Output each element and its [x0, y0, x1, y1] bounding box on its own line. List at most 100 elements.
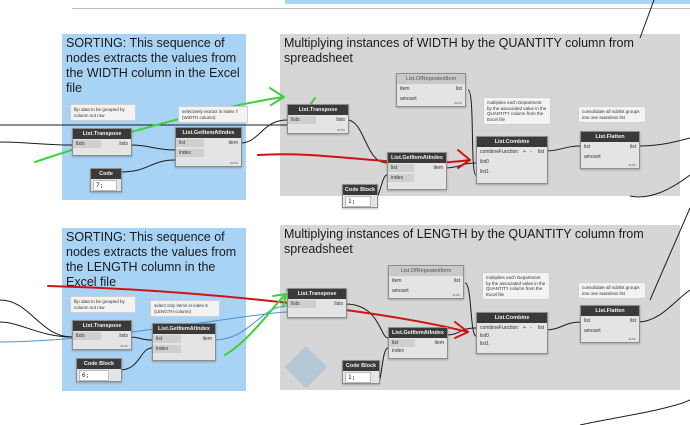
node-list-transpose-mid[interactable]: List.Transpose lists lists auto: [287, 104, 349, 134]
port-index[interactable]: index: [179, 150, 191, 156]
node-list-transpose-mid-bottom[interactable]: List.Transpose lists lists: [287, 288, 347, 318]
node-repeated-top[interactable]: List.OfRepeatedItem item amount list aut…: [396, 73, 466, 107]
note-select-top: selectively extract in index 7 (WIDTH co…: [178, 106, 248, 123]
port-lists-in[interactable]: lists: [291, 301, 300, 307]
node-list-flatten-top[interactable]: List.Flatten list amount list auto: [580, 131, 640, 169]
port-combinator[interactable]: combineFunction: [480, 325, 519, 331]
wire-selected: [0, 311, 288, 343]
node-title: List.GetItemAtIndex: [388, 153, 446, 163]
port-list0[interactable]: list0: [480, 333, 489, 339]
port-lists-out[interactable]: lists: [334, 301, 343, 307]
wire: [239, 119, 288, 144]
group-title-sorting-width: SORTING: This sequence of nodes extracts…: [66, 36, 240, 95]
port-amount[interactable]: amount: [584, 154, 601, 160]
port-lists-in[interactable]: lists: [76, 333, 85, 339]
note-select-bottom: select only items in index 6 (LENGTH col…: [150, 300, 220, 317]
red-arrow-bottom: [47, 285, 469, 333]
node-get-item-mid[interactable]: List.GetItemAtIndex list index item: [387, 152, 447, 190]
port-index[interactable]: index: [391, 175, 403, 181]
green-arrow-bottom-head: [272, 293, 287, 308]
wire: [119, 159, 176, 173]
port-list-out[interactable]: list: [629, 318, 636, 324]
port-list-out[interactable]: list: [629, 144, 636, 150]
port-plus[interactable]: +: [523, 325, 526, 331]
port-list[interactable]: list: [392, 340, 399, 346]
node-title: List.GetItemAtIndex: [153, 324, 215, 334]
wire: [629, 174, 690, 198]
port-item-out[interactable]: item: [202, 336, 212, 342]
node-list-transpose-top[interactable]: List.Transpose lists lists: [72, 128, 132, 156]
port-list0[interactable]: list0: [480, 159, 489, 165]
port-lists-out[interactable]: lists: [119, 141, 128, 147]
port-combinator[interactable]: combineFunction: [480, 149, 519, 155]
node-title: List.Flatten: [581, 306, 639, 316]
node-list-transpose-bottom[interactable]: List.Transpose lists lists auto: [72, 320, 132, 350]
port-list1[interactable]: list1: [480, 341, 489, 347]
node-code-block-mid[interactable]: Code Block 1;: [342, 184, 378, 208]
note-multiply-bottom: multiplies each Department by the associ…: [482, 272, 550, 300]
code-input[interactable]: 7;: [93, 180, 117, 191]
wire: [0, 299, 73, 338]
port-list[interactable]: list: [391, 165, 398, 171]
node-code-block-bottom[interactable]: Code Block 6;: [76, 358, 122, 382]
port-minus[interactable]: -: [530, 149, 532, 155]
group-title-multiply-width: Multiplying instances of WIDTH by the QU…: [284, 36, 634, 65]
port-plus[interactable]: +: [523, 149, 526, 155]
port-lists-in[interactable]: lists: [76, 141, 85, 147]
port-item-out[interactable]: item: [433, 165, 443, 171]
code-input[interactable]: 6;: [79, 370, 109, 381]
port-list1[interactable]: list1: [480, 169, 489, 175]
note-consolidate-top: consolidate all sublist groups into one …: [578, 106, 646, 123]
wire: [0, 321, 73, 338]
port-lists-out[interactable]: lists: [119, 333, 128, 339]
green-arrow-bottom: [224, 294, 286, 356]
port-lists-out[interactable]: lists: [336, 117, 345, 123]
wire: [579, 399, 690, 425]
note-consolidate-bottom: consolidate all sublist groups into one …: [578, 282, 646, 299]
node-title: List.OfRepeatedItem: [389, 266, 463, 276]
port-lists-in[interactable]: lists: [291, 117, 300, 123]
port-list[interactable]: list: [156, 336, 163, 342]
node-code-block-mid-bottom[interactable]: Code Block 1;: [342, 360, 380, 384]
port-item[interactable]: item: [400, 86, 410, 92]
port-item[interactable]: item: [392, 278, 402, 284]
wire: [637, 289, 690, 323]
node-title: List.Transpose: [288, 289, 346, 299]
port-list-out[interactable]: list: [453, 278, 460, 284]
port-amount[interactable]: amount: [584, 328, 601, 334]
wire: [344, 303, 389, 339]
red-arrow-top-head: [457, 149, 471, 169]
node-get-item-mid-bottom[interactable]: List.GetItemAtIndex list index item: [388, 327, 448, 359]
wire: [445, 327, 477, 336]
node-code-block-top[interactable]: Code Block 7;: [90, 168, 122, 192]
code-input[interactable]: 1;: [345, 196, 371, 207]
port-list[interactable]: list: [179, 140, 186, 146]
node-list-combine-top[interactable]: List.Combine combineFunction + - list li…: [476, 136, 548, 184]
wire: [119, 347, 153, 371]
wire: [130, 144, 176, 151]
wire: [346, 119, 388, 164]
node-title: List.GetItemAtIndex: [176, 128, 241, 138]
node-title: Code Block: [343, 361, 379, 371]
port-list[interactable]: list: [584, 144, 591, 150]
node-list-combine-bottom[interactable]: List.Combine combineFunction + - list li…: [476, 312, 548, 354]
port-index[interactable]: index: [392, 348, 404, 354]
port-minus[interactable]: -: [530, 325, 532, 331]
port-list[interactable]: list: [584, 318, 591, 324]
node-list-flatten-bottom[interactable]: List.Flatten list amount list auto: [580, 305, 640, 343]
port-list-out[interactable]: list: [455, 86, 462, 92]
port-amount[interactable]: amount: [400, 96, 417, 102]
port-item-out[interactable]: item: [228, 140, 238, 146]
node-get-item-bottom[interactable]: List.GetItemAtIndex list index item: [152, 323, 216, 361]
port-index[interactable]: index: [156, 346, 168, 352]
port-amount[interactable]: amount: [392, 288, 409, 294]
note-multiply-top: multiplies each Department by the associ…: [483, 97, 551, 125]
port-item-out[interactable]: item: [434, 340, 444, 346]
port-list-out[interactable]: list: [537, 325, 544, 331]
node-repeated-bottom[interactable]: List.OfRepeatedItem item amount list aut…: [388, 265, 464, 299]
node-title: List.Transpose: [288, 105, 348, 115]
group-title-multiply-length: Multiplying instances of LENGTH by the Q…: [284, 227, 644, 256]
node-get-item-top[interactable]: List.GetItemAtIndex list index item auto: [175, 127, 242, 167]
port-list-out[interactable]: list: [537, 149, 544, 155]
code-input[interactable]: 1;: [345, 372, 371, 383]
